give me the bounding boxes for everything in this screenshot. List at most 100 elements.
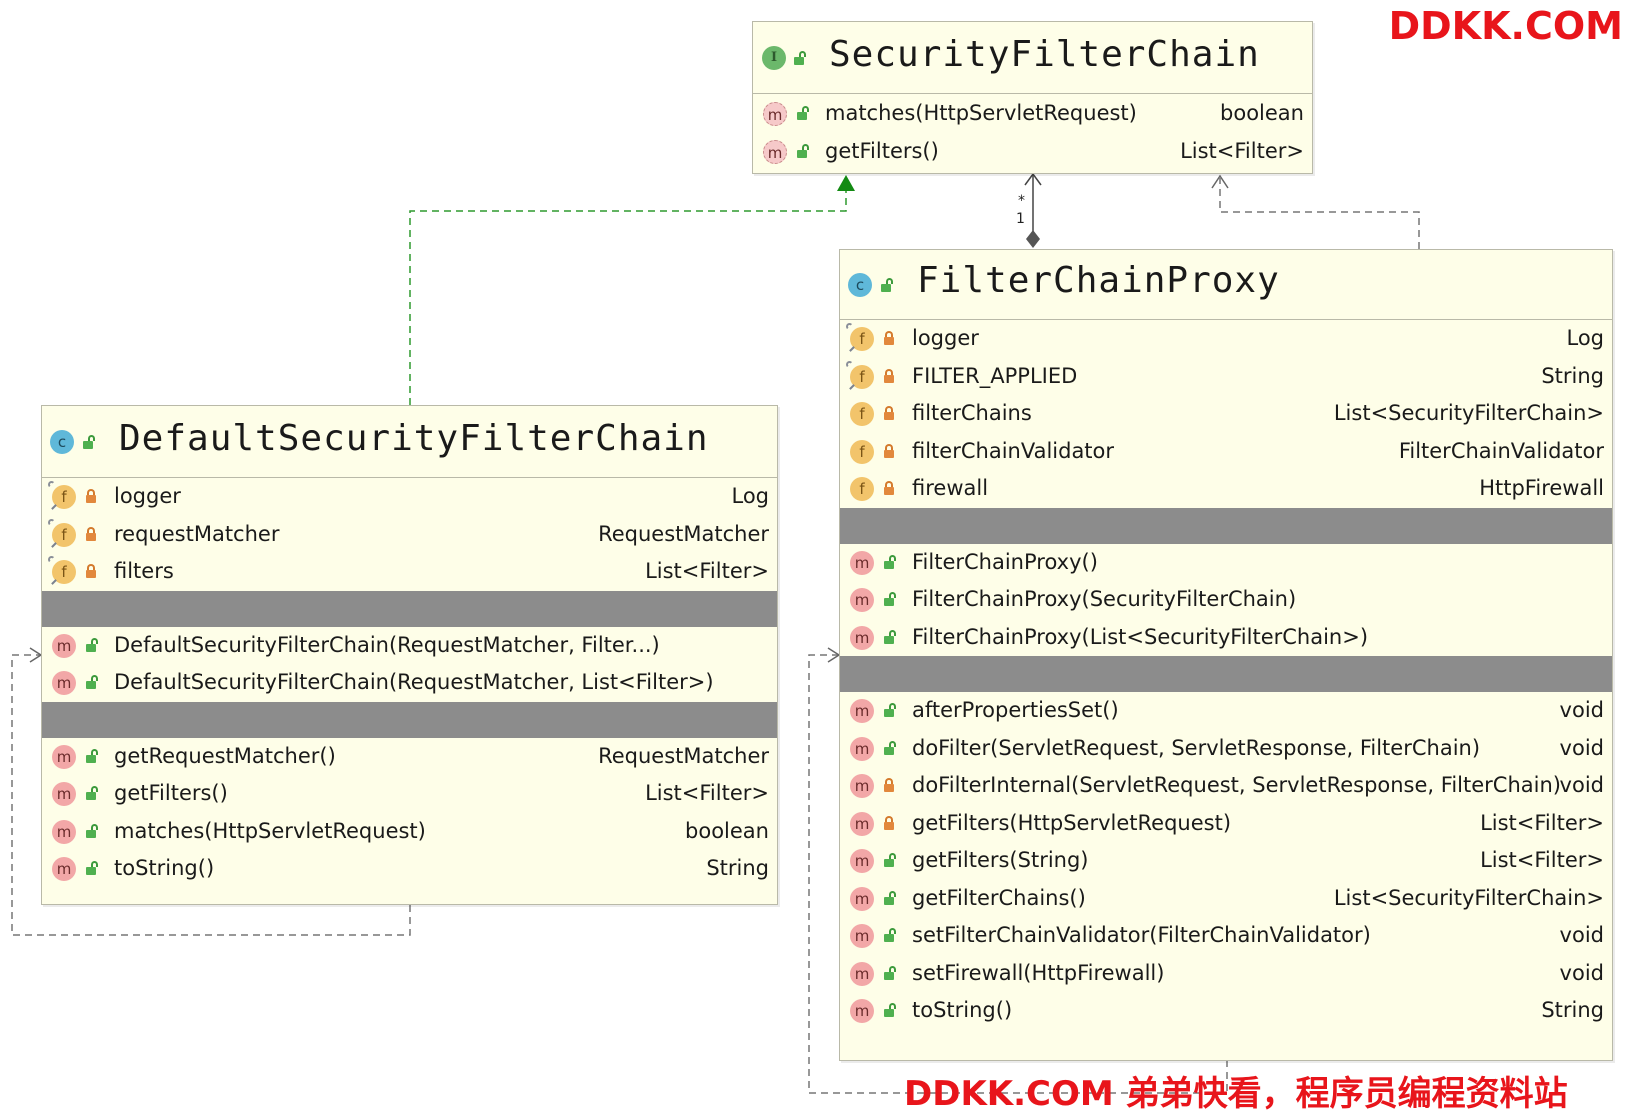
method-icon: m [52, 633, 76, 658]
public-visibility-icon [884, 853, 898, 867]
method-row[interactable]: m doFilter(ServletRequest, ServletRespons… [840, 730, 1612, 768]
field-row[interactable]: f filters List<Filter> [42, 553, 777, 591]
member-type: List<Filter> [1480, 848, 1604, 872]
static-modifier-icon [846, 360, 856, 371]
member-type: List<Filter> [1480, 810, 1604, 835]
method-icon: m [850, 886, 874, 911]
member-type: List<Filter> [645, 559, 769, 583]
composition-diamond [1026, 230, 1040, 248]
private-visibility-icon [884, 331, 898, 345]
member-name: filterChains [912, 401, 1032, 425]
member-name: FILTER_APPLIED [912, 363, 1078, 388]
member-type: List<SecurityFilterChain> [1333, 885, 1604, 910]
section-separator [42, 701, 777, 738]
member-name: getRequestMatcher() [114, 743, 336, 768]
member-name: setFilterChainValidator(FilterChainValid… [912, 923, 1371, 947]
method-icon: m [850, 699, 874, 723]
class-icon: c [848, 273, 872, 297]
interface-icon: I [762, 46, 786, 70]
member-type: void [1559, 773, 1604, 797]
member-name: FilterChainProxy() [912, 549, 1098, 574]
private-visibility-icon [86, 564, 100, 578]
method-icon: m [850, 924, 874, 948]
field-icon: f [846, 323, 874, 351]
interface-title: SecurityFilterChain [829, 34, 1260, 75]
method-row[interactable]: m toString() String [840, 992, 1612, 1030]
public-visibility-icon [884, 890, 898, 905]
self-dependency-right-arrowhead [827, 647, 841, 663]
member-name: logger [912, 326, 979, 350]
method-icon: m [850, 736, 874, 761]
public-visibility-icon [884, 928, 898, 942]
constructor-row[interactable]: m FilterChainProxy() [840, 544, 1612, 582]
field-icon: f [846, 360, 874, 389]
field-icon: f [48, 518, 76, 550]
member-type: List<Filter> [645, 781, 769, 805]
method-icon: m [52, 671, 76, 695]
method-icon: m [850, 849, 874, 873]
method-row[interactable]: m setFilterChainValidator(FilterChainVali… [840, 917, 1612, 955]
method-icon: m [850, 961, 874, 986]
method-icon: m [850, 625, 874, 650]
class-icon: c [50, 430, 74, 454]
private-visibility-icon [884, 406, 898, 420]
final-modifier-icon [51, 542, 59, 550]
member-name: filters [114, 559, 174, 583]
member-type: Log [731, 484, 769, 508]
member-name: filterChainValidator [912, 438, 1115, 463]
public-visibility-icon [884, 554, 898, 569]
member-name: doFilterInternal(ServletRequest, Servlet… [912, 773, 1561, 797]
public-visibility-icon [884, 629, 898, 644]
method-icon: m [52, 857, 76, 881]
field-icon: f [48, 481, 76, 509]
static-modifier-icon [48, 481, 58, 491]
member-name: toString() [912, 998, 1013, 1022]
member-type: List<SecurityFilterChain> [1333, 401, 1604, 425]
member-type: void [1559, 923, 1604, 947]
public-visibility-icon [884, 703, 898, 717]
member-type: void [1559, 735, 1604, 760]
public-visibility-icon [86, 675, 100, 689]
public-visibility-icon [86, 637, 100, 652]
public-visibility-icon [86, 861, 100, 875]
member-type: String [1541, 998, 1604, 1022]
field-icon: f [48, 556, 76, 584]
member-name: matches(HttpServletRequest) [825, 101, 1137, 125]
private-visibility-icon [86, 526, 100, 541]
method-icon: m [850, 550, 874, 575]
class-title: DefaultSecurityFilterChain [119, 418, 709, 459]
member-name: doFilter(ServletRequest, ServletResponse… [912, 735, 1481, 760]
member-type: void [1559, 698, 1604, 722]
method-icon: m [850, 999, 874, 1023]
